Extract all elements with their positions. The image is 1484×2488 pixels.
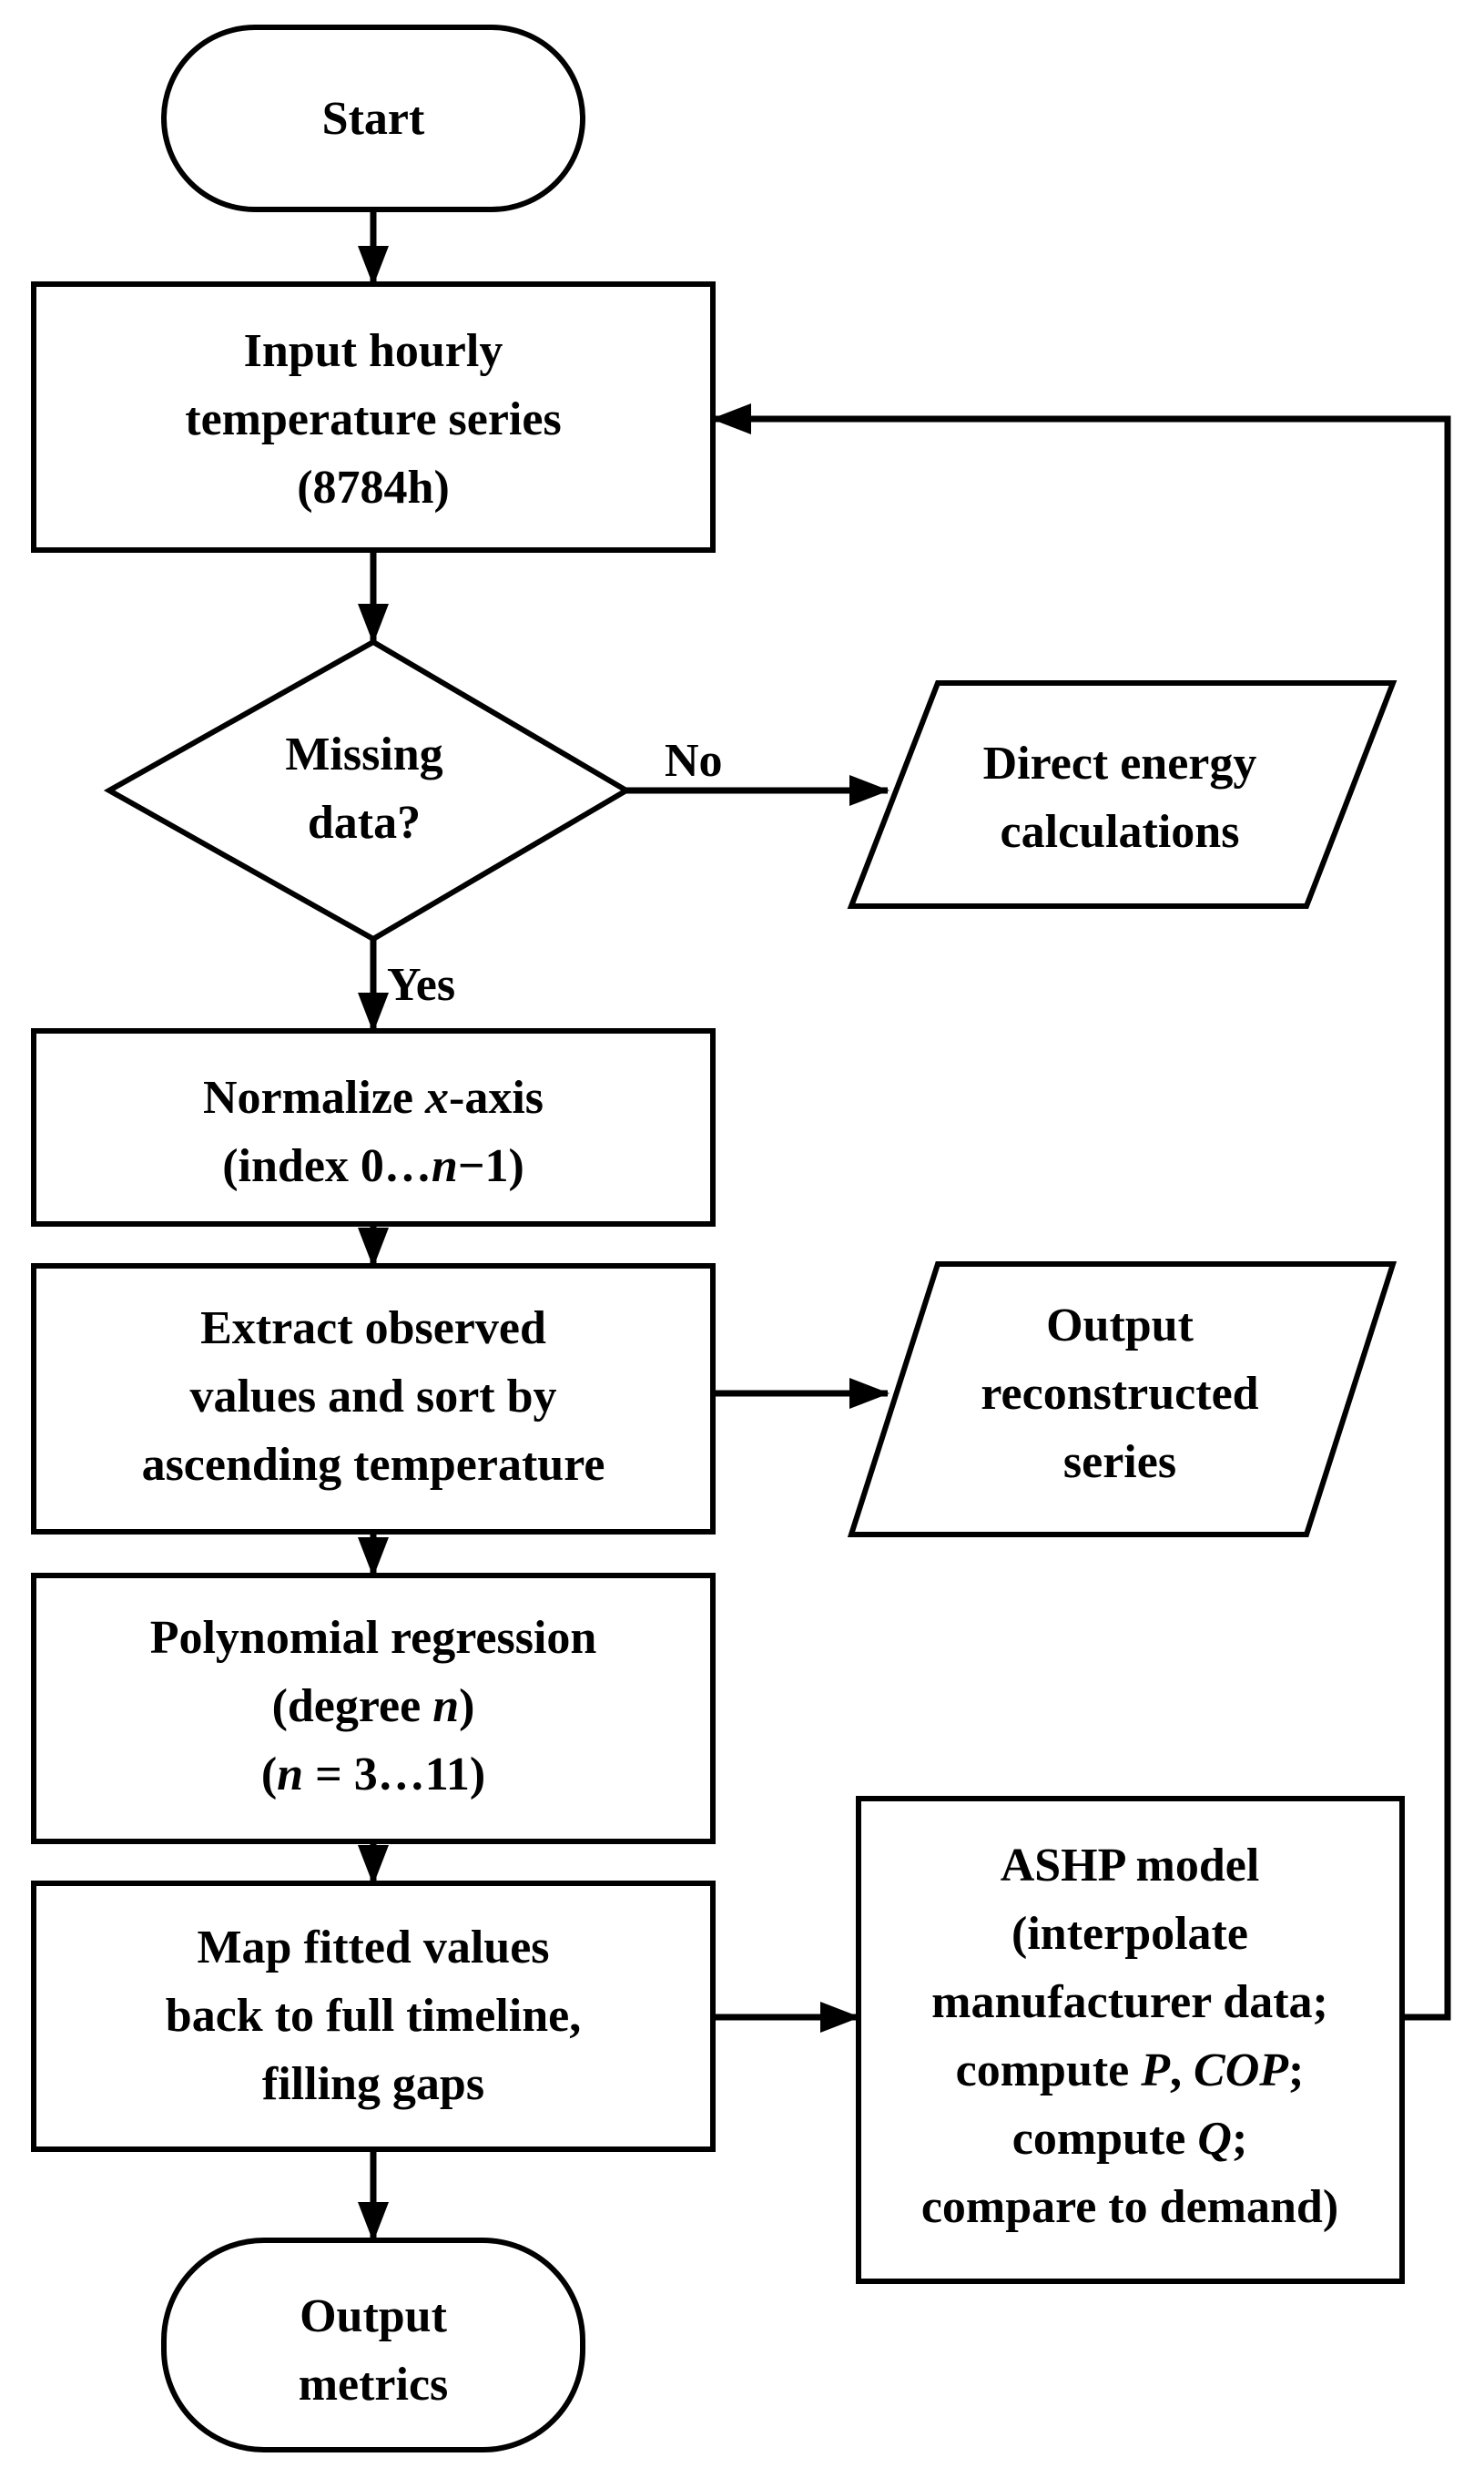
map-fitted-values-box: Map fitted values back to full timeline,…: [31, 1881, 716, 2152]
ashp-line-3: manufacturer data;: [931, 1976, 1328, 2028]
missing-data-decision: Missing data?: [103, 638, 632, 943]
map-line-1: Map fitted values: [197, 1922, 549, 1973]
input-line-2: temperature series: [185, 393, 561, 445]
normalize-line-2: (index 0…n−1): [222, 1140, 524, 1192]
ashp-line-6: compare to demand): [921, 2181, 1338, 2233]
ashp-line-1: ASHP model: [1001, 1840, 1260, 1891]
regression-line-2: (degree n): [272, 1680, 475, 1732]
reconstructed-line-3: series: [1063, 1436, 1176, 1488]
ashp-line-4: compute P, COP;: [956, 2044, 1305, 2096]
extract-line-1: Extract observed: [200, 1302, 546, 1354]
input-temperature-box: Input hourly temperature series (8784h): [31, 281, 716, 553]
direct-line-2: calculations: [1001, 806, 1240, 858]
regression-line-3: (n = 3…11): [261, 1749, 485, 1800]
polynomial-regression-box: Polynomial regression (degree n) (n = 3……: [31, 1573, 716, 1844]
end-line-1: Output: [300, 2290, 448, 2342]
ashp-model-box: ASHP model (interpolate manufacturer dat…: [856, 1796, 1405, 2284]
ashp-line-5: compute Q;: [1012, 2113, 1248, 2165]
map-line-2: back to full timeline,: [166, 1990, 581, 2042]
no-branch-label: No: [665, 735, 723, 787]
input-line-1: Input hourly: [244, 325, 503, 377]
start-label: Start: [322, 93, 425, 145]
decision-line-2: data?: [308, 797, 421, 849]
reconstructed-line-1: Output: [1046, 1300, 1194, 1351]
direct-energy-parallelogram: Direct energy calculations: [847, 680, 1398, 909]
decision-line-1: Missing: [285, 729, 442, 780]
extract-sort-box: Extract observed values and sort by asce…: [31, 1263, 716, 1535]
end-line-2: metrics: [299, 2359, 449, 2411]
map-line-3: filling gaps: [262, 2058, 484, 2110]
output-reconstructed-parallelogram: Output reconstructed series: [847, 1261, 1398, 1537]
extract-line-3: ascending temperature: [142, 1439, 605, 1491]
input-line-3: (8784h): [297, 462, 450, 514]
ashp-line-2: (interpolate: [1011, 1908, 1248, 1960]
direct-line-1: Direct energy: [983, 738, 1257, 790]
normalize-line-1: Normalize x-axis: [203, 1072, 544, 1124]
reconstructed-line-2: reconstructed: [981, 1368, 1258, 1420]
regression-line-1: Polynomial regression: [150, 1612, 597, 1664]
extract-line-2: values and sort by: [189, 1371, 556, 1422]
arrow-ashp-feedback-to-input: [711, 403, 1451, 2021]
start-terminal: Start: [161, 25, 585, 212]
yes-branch-label: Yes: [387, 959, 455, 1011]
normalize-axis-box: Normalize x-axis (index 0…n−1): [31, 1028, 716, 1227]
output-metrics-terminal: Output metrics: [161, 2238, 585, 2452]
